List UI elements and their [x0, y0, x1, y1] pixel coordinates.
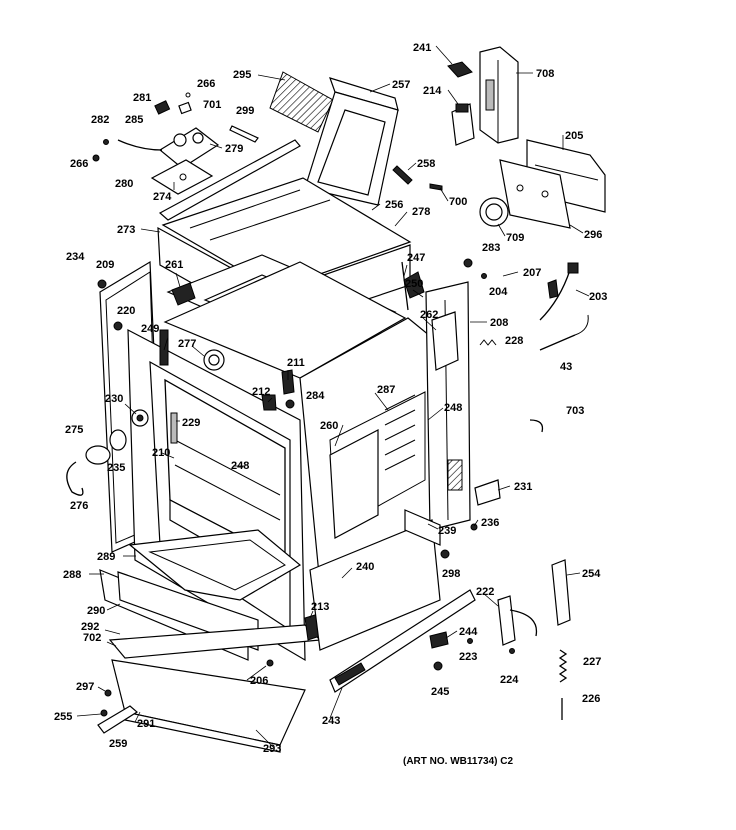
part-label: 204: [489, 286, 508, 298]
part-label: 278: [412, 206, 430, 218]
part-label: 203: [589, 291, 607, 303]
part-label: 292: [81, 621, 99, 633]
part-label: 259: [109, 738, 127, 750]
part-label: 208: [490, 317, 508, 329]
part-label: 282: [91, 114, 109, 126]
part-label: 227: [583, 656, 601, 668]
part-label: 248: [231, 460, 249, 472]
part-label: 298: [442, 568, 460, 580]
part-label: 250: [405, 278, 423, 290]
part-label: 206: [250, 675, 268, 687]
part-label: 220: [117, 305, 135, 317]
part-label: 248: [444, 402, 462, 414]
part-label: 275: [65, 424, 83, 436]
part-label: 274: [153, 191, 172, 203]
art-number: (ART NO. WB11734) C2: [403, 756, 513, 767]
part-label: 222: [476, 586, 494, 598]
part-label: 214: [423, 85, 442, 97]
part-label: 255: [54, 711, 72, 723]
part-label: 257: [392, 79, 410, 91]
part-label: 231: [514, 481, 532, 493]
drawer-and-base: [97, 509, 478, 753]
part-label: 239: [438, 525, 456, 537]
part-label: 211: [287, 357, 305, 369]
part-label: 43: [560, 361, 572, 373]
part-label: 291: [137, 718, 155, 730]
part-label: 213: [311, 601, 329, 613]
part-label: 708: [536, 68, 554, 80]
part-label: 207: [523, 267, 541, 279]
part-label: 235: [107, 462, 125, 474]
part-label: 280: [115, 178, 133, 190]
part-label: 234: [66, 251, 85, 263]
part-label: 236: [481, 517, 499, 529]
part-label: 256: [385, 199, 403, 211]
part-label: 284: [306, 390, 325, 402]
part-label: 249: [141, 323, 159, 335]
part-label: 262: [420, 309, 438, 321]
top-right-parts: [392, 46, 606, 229]
part-label: 226: [582, 693, 600, 705]
part-labels: 241 708 295 257 266 281 701 214 205 299 …: [54, 42, 607, 755]
part-label: 273: [117, 224, 135, 236]
part-label: 293: [263, 743, 281, 755]
part-label: 240: [356, 561, 374, 573]
part-label: 289: [97, 551, 115, 563]
part-label: 700: [449, 196, 467, 208]
part-label: 260: [320, 420, 338, 432]
part-label: 279: [225, 143, 243, 155]
part-label: 276: [70, 500, 88, 512]
part-label: 296: [584, 229, 602, 241]
part-label: 209: [96, 259, 114, 271]
part-label: 277: [178, 338, 196, 350]
right-small-parts: [429, 258, 589, 720]
part-label: 285: [125, 114, 143, 126]
part-label: 261: [165, 259, 183, 271]
part-label: 247: [407, 252, 425, 264]
part-label: 230: [105, 393, 123, 405]
part-label: 212: [252, 386, 270, 398]
part-label: 210: [152, 447, 170, 459]
part-label: 709: [506, 232, 524, 244]
part-label: 243: [322, 715, 340, 727]
part-label: 254: [582, 568, 601, 580]
part-label: 245: [431, 686, 449, 698]
part-label: 297: [76, 681, 94, 693]
part-label: 258: [417, 158, 435, 170]
part-label: 287: [377, 384, 395, 396]
part-label: 299: [236, 105, 254, 117]
part-label: 244: [459, 626, 478, 638]
part-label: 702: [83, 632, 101, 644]
part-label: 205: [565, 130, 583, 142]
part-label: 281: [133, 92, 151, 104]
leader-lines: [76, 45, 590, 748]
part-label: 295: [233, 69, 251, 81]
part-label: 266: [197, 78, 215, 90]
part-label: 283: [482, 242, 500, 254]
part-label: 701: [203, 99, 221, 111]
part-label: 228: [505, 335, 523, 347]
part-label: 224: [500, 674, 519, 686]
part-label: 229: [182, 417, 200, 429]
part-label: 241: [413, 42, 431, 54]
part-label: 290: [87, 605, 105, 617]
burner-parts: [92, 92, 220, 195]
part-label: 288: [63, 569, 81, 581]
part-label: 266: [70, 158, 88, 170]
part-label: 703: [566, 405, 584, 417]
part-label: 223: [459, 651, 477, 663]
